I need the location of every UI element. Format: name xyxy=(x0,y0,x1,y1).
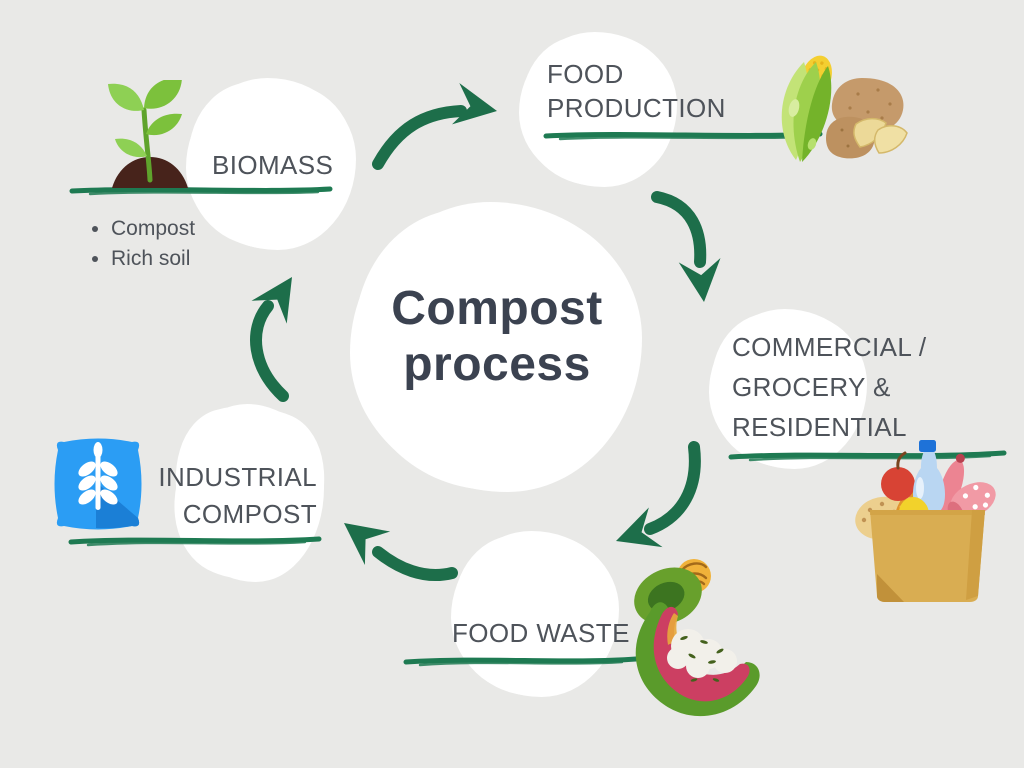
node-circle-biomass xyxy=(186,78,356,250)
stage-label-biomass: BIOMASS xyxy=(212,150,334,180)
label-line: INDUSTRIAL xyxy=(158,462,317,492)
bullet-item-rich-soil: Rich soil xyxy=(92,244,195,274)
corn-and-potatoes-icon xyxy=(781,55,908,162)
stage-label-food-waste: FOOD WASTE xyxy=(452,618,630,648)
grocery-bag-icon xyxy=(855,440,996,602)
underline-food-waste xyxy=(403,656,639,667)
compost-sack-icon xyxy=(54,438,142,530)
label-line: COMPOST xyxy=(182,499,317,529)
bullet-text: Compost xyxy=(111,217,196,240)
bullet-dot xyxy=(92,256,98,262)
node-circle-food-production xyxy=(519,32,677,187)
title-line-1: Compost xyxy=(391,282,603,335)
bullet-item-compost: Compost xyxy=(92,214,195,244)
label-line: RESIDENTIAL xyxy=(732,412,907,442)
arrow-food-production-to-commercial xyxy=(651,191,721,302)
label-line: FOOD xyxy=(547,59,624,89)
wheat-glyph xyxy=(78,442,118,510)
label-line: PRODUCTION xyxy=(547,93,726,123)
arrow-food-waste-to-industrial-compost xyxy=(344,523,458,582)
biomass-bullet-list: Compost Rich soil xyxy=(92,214,195,274)
label-line: GROCERY & xyxy=(732,372,891,402)
title-line-2: process xyxy=(403,338,591,391)
stage-label-food-production: FOOD PRODUCTION xyxy=(547,57,726,125)
node-circle-industrial-compost xyxy=(176,404,324,582)
underline-industrial-compost xyxy=(68,536,322,547)
arrow-commercial-to-food-waste xyxy=(616,441,701,548)
arrow-biomass-to-food-production xyxy=(372,83,497,170)
bullet-dot xyxy=(92,226,98,232)
node-circle-food-waste xyxy=(451,531,619,697)
stage-label-commercial-grocery-residential: COMMERCIAL / GROCERY & RESIDENTIAL xyxy=(732,327,927,447)
page-title: Compost process xyxy=(347,281,647,393)
avocado-and-watermelon-icon xyxy=(634,559,760,717)
bullet-text: Rich soil xyxy=(111,247,191,270)
node-circle-center xyxy=(350,202,642,492)
stage-label-industrial-compost: INDUSTRIAL COMPOST xyxy=(120,459,317,533)
seedling-icon xyxy=(108,80,188,188)
node-circle-commercial xyxy=(709,309,867,469)
underline-biomass xyxy=(69,186,333,196)
arrow-industrial-compost-to-biomass xyxy=(250,277,292,402)
label-line: COMMERCIAL / xyxy=(732,332,927,362)
